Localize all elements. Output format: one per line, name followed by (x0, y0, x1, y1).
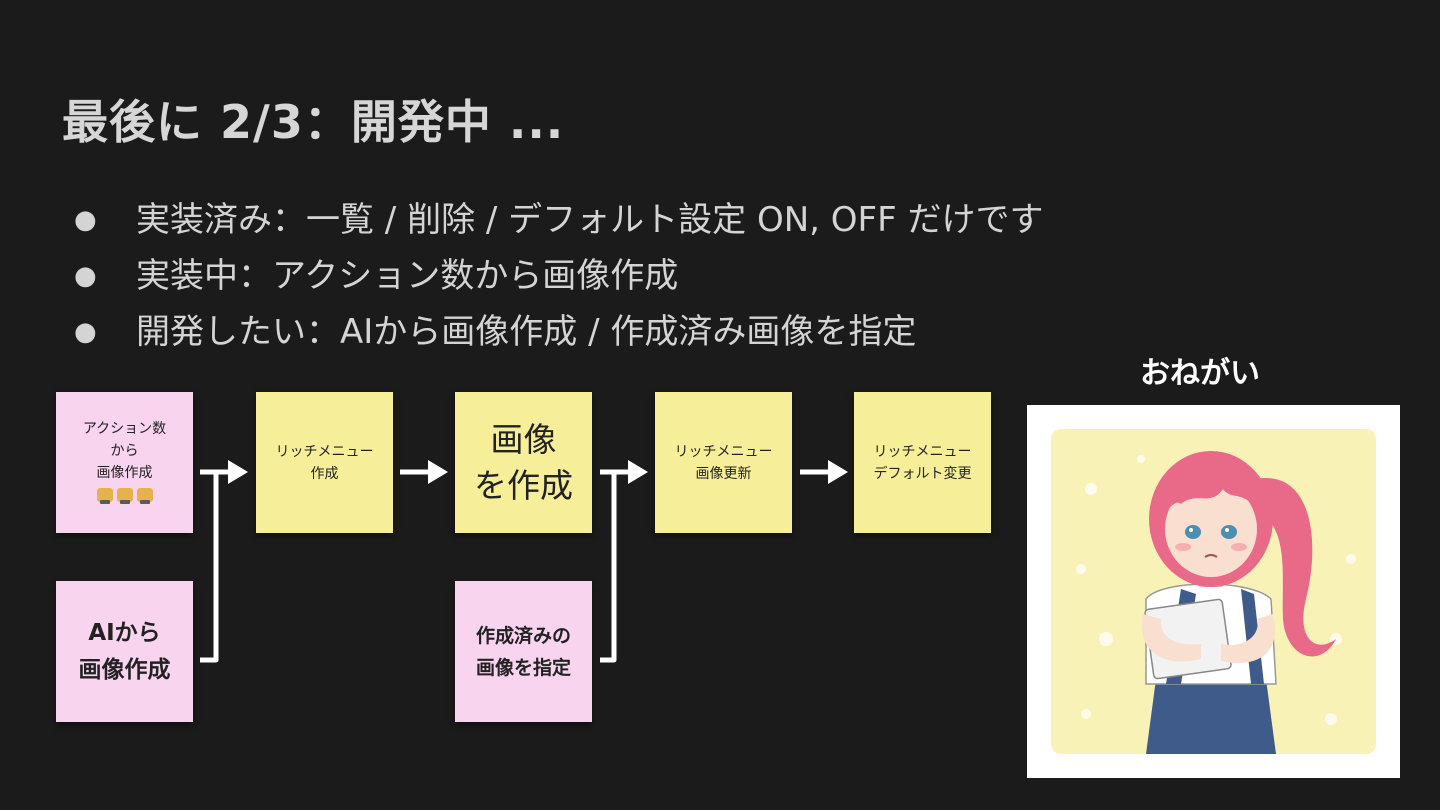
arrow-head-1 (228, 460, 248, 484)
note-rich-create-text: リッチメニュー 作成 (275, 443, 374, 482)
bullet-dot-icon: ● (74, 205, 97, 235)
illustration-frame (1027, 405, 1400, 778)
arrow-head-2 (428, 460, 448, 484)
bullet-item: ● 開発したい：AIから画像作成 / 作成済み画像を指定 (74, 304, 1043, 360)
note-rich-default-text: リッチメニュー デフォルト変更 (873, 443, 972, 482)
bullet-list: ● 実装済み：一覧 / 削除 / デフォルト設定 ON, OFF だけです ● … (74, 192, 1043, 360)
bullet-dot-icon: ● (74, 261, 97, 291)
note-rich-create: リッチメニュー 作成 (256, 392, 393, 533)
bullet-text: 実装済み：一覧 / 削除 / デフォルト設定 ON, OFF だけです (136, 200, 1044, 240)
connector-preset (600, 469, 622, 663)
bullet-dot-icon: ● (74, 317, 97, 347)
slide-title: 最後に 2/3：開発中 ... (62, 95, 565, 149)
arrow-head-3 (628, 460, 648, 484)
girl-holding-papers-icon (1076, 451, 1356, 754)
connector-ai (200, 469, 224, 663)
note-action-count-text: アクション数 から 画像作成 (82, 420, 167, 481)
note-action-count: アクション数 から 画像作成 (56, 392, 193, 533)
bullet-item: ● 実装済み：一覧 / 削除 / デフォルト設定 ON, OFF だけです (74, 192, 1043, 248)
arrow-head-4 (828, 460, 848, 484)
bullet-item: ● 実装中：アクション数から画像作成 (74, 248, 1043, 304)
note-rich-update-text: リッチメニュー 画像更新 (674, 443, 773, 482)
note-preset-image-text: 作成済みの 画像を指定 (475, 624, 571, 679)
onegai-label: おねがい (1140, 356, 1260, 391)
construction-worker-icon (83, 487, 166, 508)
note-ai-create: AIから 画像作成 (56, 581, 193, 722)
girl-illustration (1051, 429, 1376, 754)
note-preset-image: 作成済みの 画像を指定 (455, 581, 592, 722)
note-rich-default: リッチメニュー デフォルト変更 (854, 392, 991, 533)
note-rich-update: リッチメニュー 画像更新 (655, 392, 792, 533)
note-ai-create-text: AIから 画像作成 (78, 619, 171, 683)
note-image-create-text: 画像 を作成 (474, 419, 573, 505)
bullet-text: 開発したい：AIから画像作成 / 作成済み画像を指定 (136, 312, 917, 352)
bullet-text: 実装中：アクション数から画像作成 (136, 256, 679, 296)
note-image-create: 画像 を作成 (455, 392, 592, 533)
